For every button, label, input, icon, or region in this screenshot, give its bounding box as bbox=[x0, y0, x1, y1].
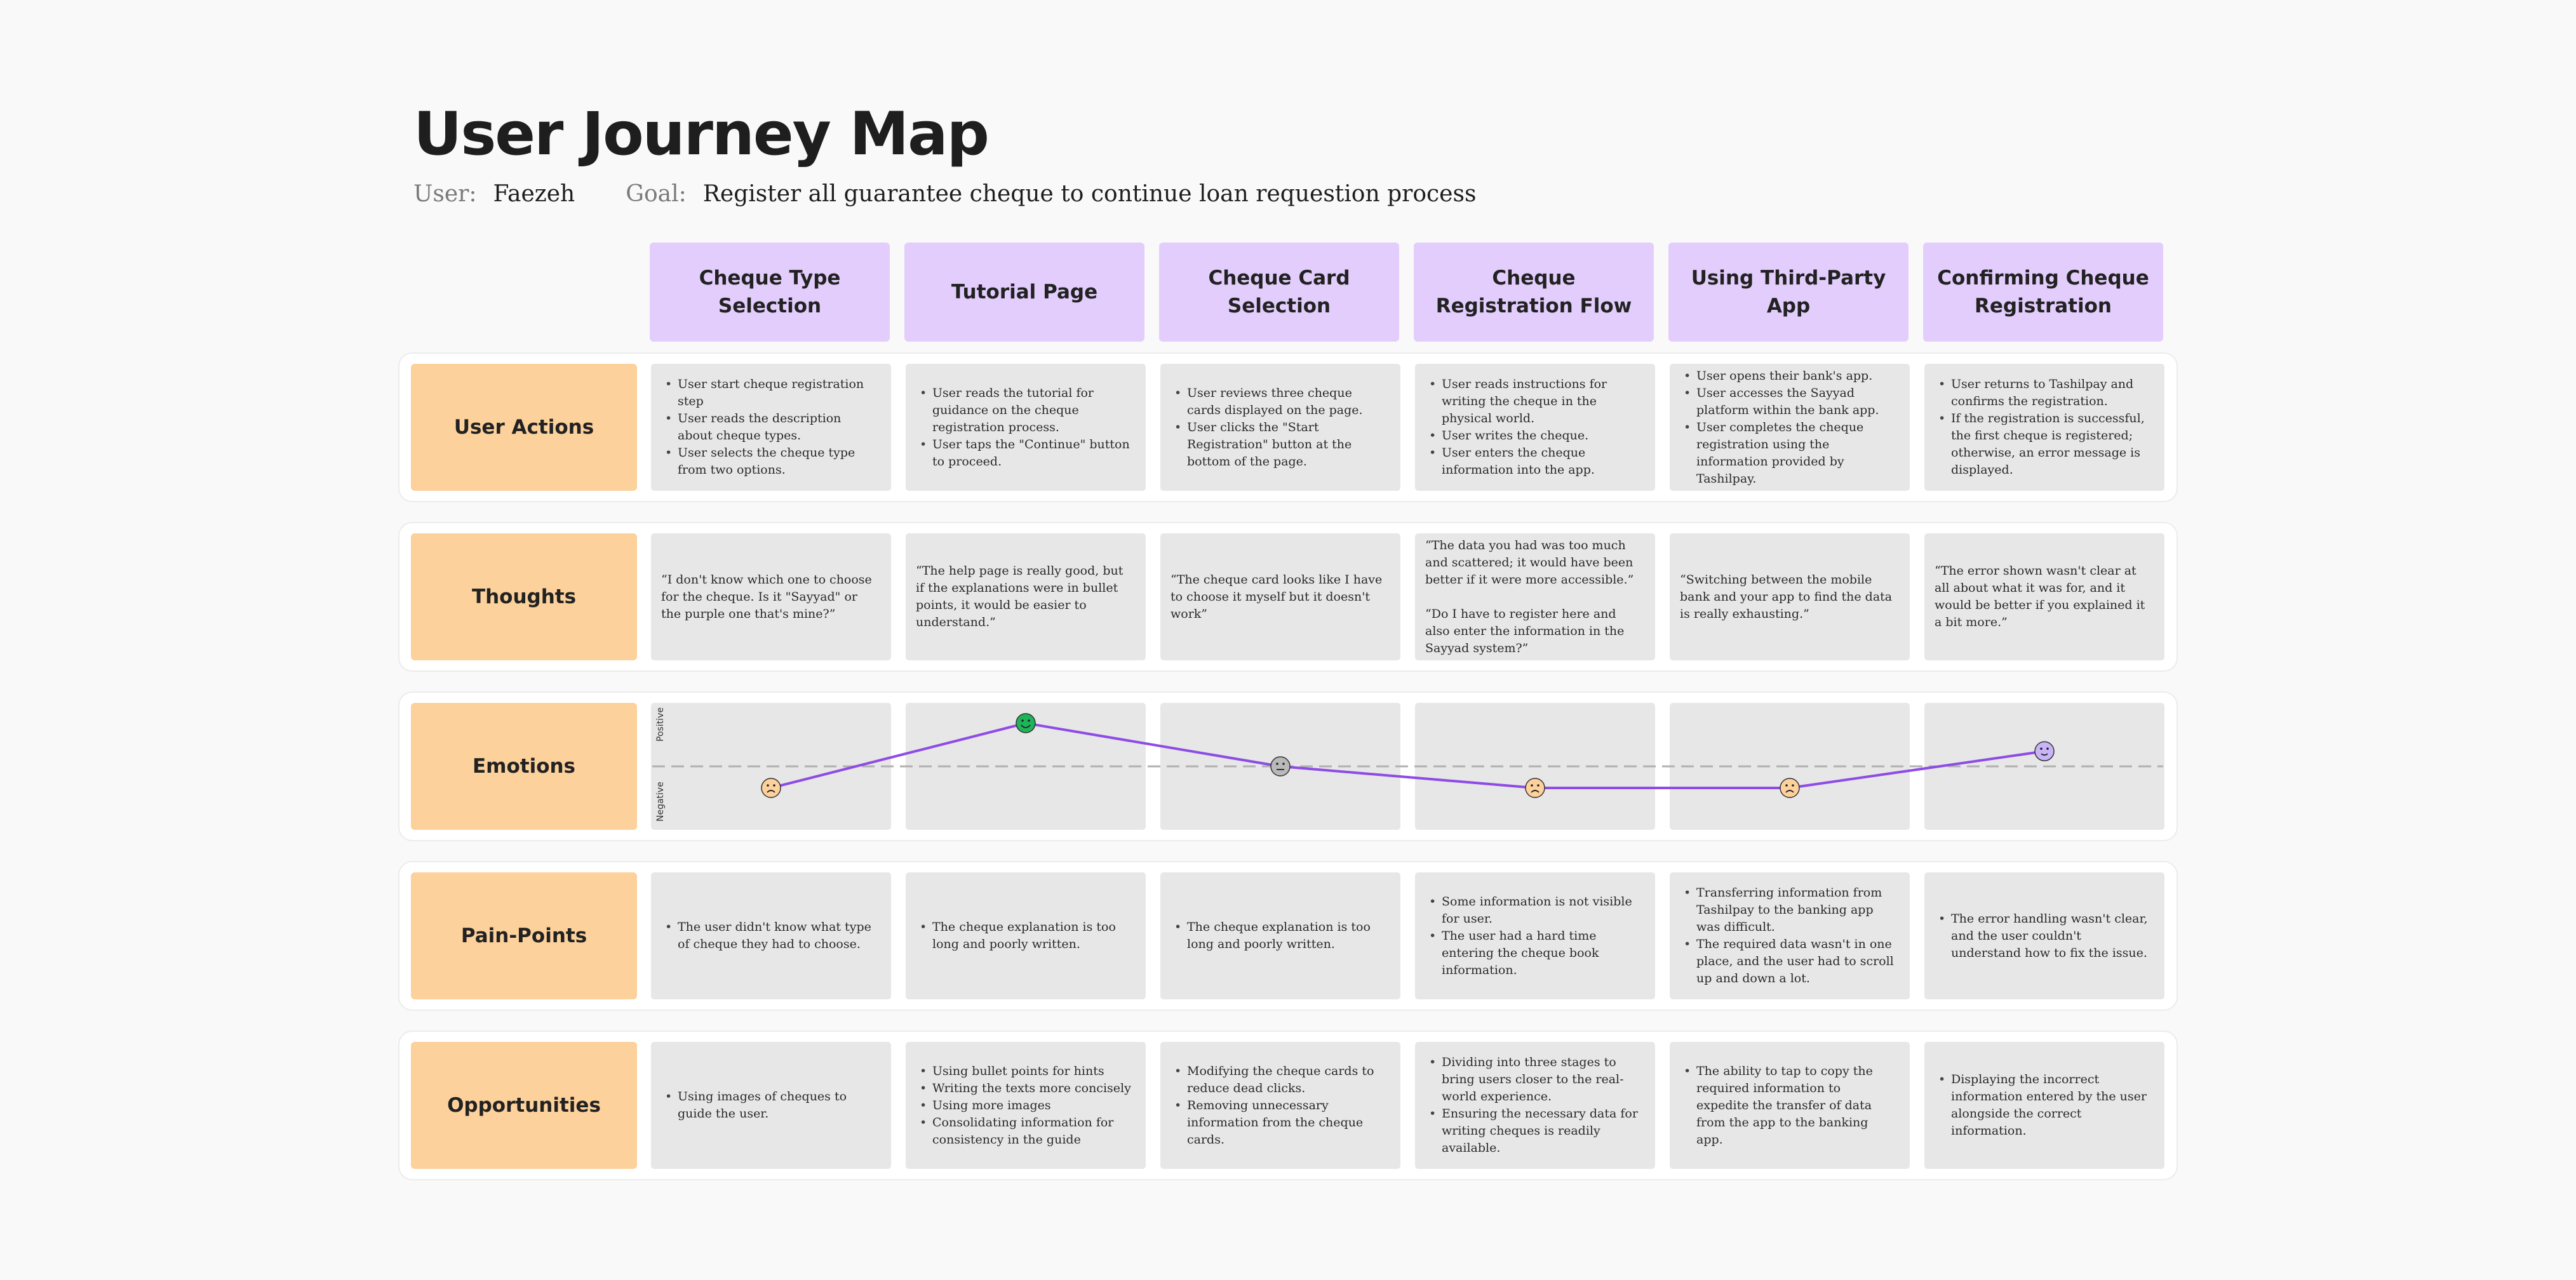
user-label: User: bbox=[413, 181, 477, 207]
emotion-line bbox=[770, 721, 2045, 789]
journey-meta: User: Faezeh Goal: Register all guarante… bbox=[413, 179, 1476, 210]
cell-pain-points-1: The cheque explanation is too long and p… bbox=[906, 872, 1146, 999]
row-label-opportunities: Opportunities bbox=[411, 1042, 637, 1169]
goal-label: Goal: bbox=[626, 181, 687, 207]
cell-thoughts-1: “The help page is really good, but if th… bbox=[906, 533, 1146, 660]
thought-quote: “The help page is really good, but if th… bbox=[916, 564, 1124, 629]
cell-user-actions-4: User opens their bank's app. User access… bbox=[1670, 364, 1910, 491]
cell-opportunities-0: Using images of cheques to guide the use… bbox=[651, 1042, 891, 1169]
emotion-faces bbox=[761, 713, 2055, 798]
cell-thoughts-4: “Switching between the mobile bank and y… bbox=[1670, 533, 1910, 660]
list-item: User reads instructions for writing the … bbox=[1429, 376, 1641, 427]
list-item: Transferring information from Tashilpay … bbox=[1684, 884, 1896, 936]
negative-axis-label: Negative bbox=[655, 782, 666, 822]
list-item: Ensuring the necessary data for writing … bbox=[1429, 1105, 1641, 1157]
list-item: User taps the "Continue" button to proce… bbox=[920, 436, 1132, 470]
emotion-face-sad-icon bbox=[761, 778, 781, 798]
list-item: The user had a hard time entering the ch… bbox=[1429, 928, 1641, 979]
cell-thoughts-2: “The cheque card looks like I have to ch… bbox=[1160, 533, 1400, 660]
cell-pain-points-2: The cheque explanation is too long and p… bbox=[1160, 872, 1400, 999]
cell-thoughts-0: “I don't know which one to choose for th… bbox=[651, 533, 891, 660]
row-label-emotions: Emotions bbox=[411, 703, 637, 830]
cell-user-actions-1: User reads the tutorial for guidance on … bbox=[906, 364, 1146, 491]
list-item: Modifying the cheque cards to reduce dea… bbox=[1174, 1063, 1386, 1097]
list-item: If the registration is successful, the f… bbox=[1938, 410, 2150, 479]
list-item: The ability to tap to copy the required … bbox=[1684, 1063, 1896, 1149]
cell-pain-points-4: Transferring information from Tashilpay … bbox=[1670, 872, 1910, 999]
cell-opportunities-5: Displaying the incorrect information ent… bbox=[1924, 1042, 2164, 1169]
emotion-face-happy-icon bbox=[1016, 713, 1036, 733]
thought-quote: “Do I have to register here and also ent… bbox=[1425, 606, 1625, 655]
list-item: Removing unnecessary information from th… bbox=[1174, 1097, 1386, 1149]
list-item: The required data wasn't in one place, a… bbox=[1684, 936, 1896, 987]
positive-axis-label: Positive bbox=[655, 707, 666, 742]
row-label-thoughts: Thoughts bbox=[411, 533, 637, 660]
stage-header-confirming-cheque-registration: Confirming Cheque Registration bbox=[1923, 243, 2163, 342]
cell-user-actions-2: User reviews three cheque cards displaye… bbox=[1160, 364, 1400, 491]
list-item: The error handling wasn't clear, and the… bbox=[1938, 910, 2150, 962]
cell-opportunities-1: Using bullet points for hints Writing th… bbox=[906, 1042, 1146, 1169]
list-item: Dividing into three stages to bring user… bbox=[1429, 1054, 1641, 1105]
row-label-pain-points: Pain-Points bbox=[411, 872, 637, 999]
emotion-face-sad-icon bbox=[1780, 778, 1800, 798]
list-item: The user didn't know what type of cheque… bbox=[665, 919, 877, 953]
list-item: Using more images bbox=[920, 1097, 1132, 1114]
cell-user-actions-5: User returns to Tashilpay and confirms t… bbox=[1924, 364, 2164, 491]
list-item: User clicks the "Start Registration" but… bbox=[1174, 419, 1386, 470]
cell-pain-points-0: The user didn't know what type of cheque… bbox=[651, 872, 891, 999]
thought-quote: “The error shown wasn't clear at all abo… bbox=[1935, 564, 2145, 629]
list-item: User start cheque registration step bbox=[665, 376, 877, 410]
cell-pain-points-5: The error handling wasn't clear, and the… bbox=[1924, 872, 2164, 999]
list-item: User accesses the Sayyad platform within… bbox=[1684, 385, 1896, 419]
list-item: User reads the tutorial for guidance on … bbox=[920, 385, 1132, 436]
list-item: Using bullet points for hints bbox=[920, 1063, 1132, 1080]
list-item: User completes the cheque registration u… bbox=[1684, 419, 1896, 488]
list-item: User selects the cheque type from two op… bbox=[665, 444, 877, 479]
list-item: Using images of cheques to guide the use… bbox=[665, 1088, 877, 1123]
cell-opportunities-3: Dividing into three stages to bring user… bbox=[1415, 1042, 1655, 1169]
cell-pain-points-3: Some information is not visible for user… bbox=[1415, 872, 1655, 999]
emotion-face-content-icon bbox=[2034, 741, 2055, 761]
list-item: The cheque explanation is too long and p… bbox=[920, 919, 1132, 953]
stage-header-using-third-party-app: Using Third-Party App bbox=[1668, 243, 1909, 342]
list-item: User writes the cheque. bbox=[1429, 427, 1641, 444]
list-item: Some information is not visible for user… bbox=[1429, 893, 1641, 928]
stage-header-cheque-card-selection: Cheque Card Selection bbox=[1159, 243, 1399, 342]
list-item: Consolidating information for consistenc… bbox=[920, 1114, 1132, 1149]
cell-thoughts-5: “The error shown wasn't clear at all abo… bbox=[1924, 533, 2164, 660]
emotion-face-sad-icon bbox=[1525, 778, 1545, 798]
stage-header-cheque-registration-flow: Cheque Registration Flow bbox=[1414, 243, 1654, 342]
stage-header-cheque-type-selection: Cheque Type Selection bbox=[650, 243, 890, 342]
user-value: Faezeh bbox=[493, 181, 575, 207]
list-item: User reviews three cheque cards displaye… bbox=[1174, 385, 1386, 419]
cell-opportunities-2: Modifying the cheque cards to reduce dea… bbox=[1160, 1042, 1400, 1169]
list-item: The cheque explanation is too long and p… bbox=[1174, 919, 1386, 953]
cell-user-actions-0: User start cheque registration step User… bbox=[651, 364, 891, 491]
emotion-face-neutral-icon bbox=[1270, 756, 1291, 777]
row-label-user-actions: User Actions bbox=[411, 364, 637, 491]
cell-opportunities-4: The ability to tap to copy the required … bbox=[1670, 1042, 1910, 1169]
cell-thoughts-3: “The data you had was too much and scatt… bbox=[1415, 533, 1655, 660]
list-item: User opens their bank's app. bbox=[1684, 368, 1896, 385]
list-item: Displaying the incorrect information ent… bbox=[1938, 1071, 2150, 1140]
goal-value: Register all guarantee cheque to continu… bbox=[702, 181, 1477, 207]
list-item: User reads the description about cheque … bbox=[665, 410, 877, 444]
thought-quote: “The cheque card looks like I have to ch… bbox=[1171, 572, 1383, 621]
cell-user-actions-3: User reads instructions for writing the … bbox=[1415, 364, 1655, 491]
list-item: Writing the texts more concisely bbox=[920, 1080, 1132, 1097]
list-item: User returns to Tashilpay and confirms t… bbox=[1938, 376, 2150, 410]
thought-quote: “I don't know which one to choose for th… bbox=[661, 572, 872, 621]
thought-quote: “Switching between the mobile bank and y… bbox=[1680, 572, 1893, 621]
thought-quote: “The data you had was too much and scatt… bbox=[1425, 538, 1634, 587]
list-item: User enters the cheque information into … bbox=[1429, 444, 1641, 479]
stage-header-tutorial-page: Tutorial Page bbox=[904, 243, 1144, 342]
page-title: User Journey Map bbox=[413, 100, 989, 169]
